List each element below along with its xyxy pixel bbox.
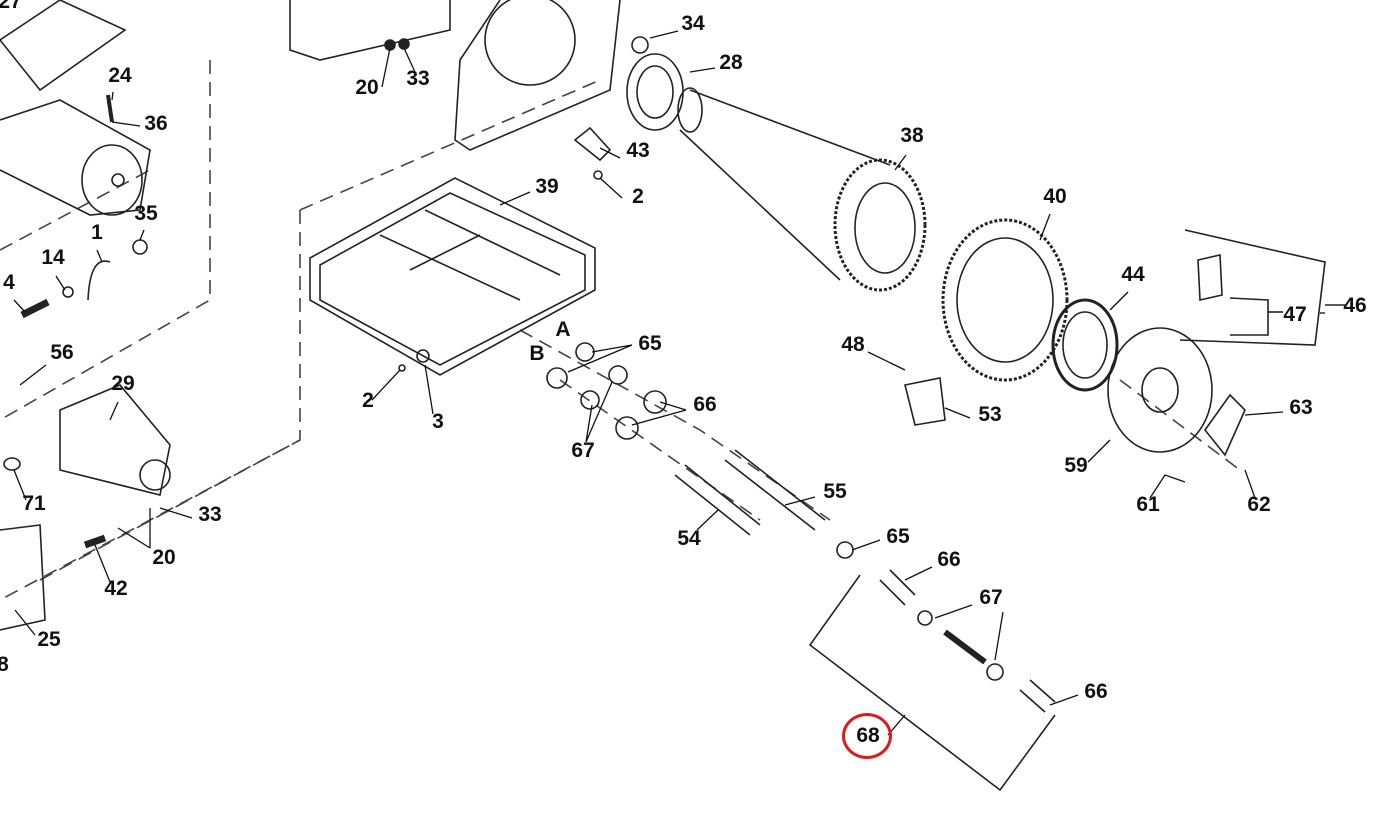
callout-label-20: 20 <box>152 546 176 569</box>
callout-label-39: 39 <box>535 175 559 198</box>
callout-label-56: 56 <box>50 341 74 364</box>
callout-label-62: 62 <box>1247 493 1271 516</box>
part-63 <box>1203 393 1246 457</box>
callout-label-33: 33 <box>198 503 222 526</box>
part-34 <box>631 36 649 54</box>
callout-label-38: 38 <box>900 124 924 147</box>
callout-label-29: 29 <box>111 372 135 395</box>
callout-label-3: 3 <box>432 410 444 433</box>
callout-label-14: 14 <box>41 246 65 269</box>
callout-label-20: 20 <box>355 76 379 99</box>
callout-label-55: 55 <box>823 480 847 503</box>
callout-label-33: 33 <box>406 67 430 90</box>
callout-label-65: 65 <box>638 332 662 355</box>
callout-label-66: 66 <box>937 548 961 571</box>
motor-assembly <box>0 0 151 319</box>
callout-label-47: 47 <box>1283 303 1307 326</box>
callout-label-36: 36 <box>144 112 168 135</box>
tray-39 <box>309 177 596 376</box>
highlight-circle-68 <box>842 713 892 759</box>
callout-label-35: 35 <box>134 202 158 225</box>
callout-label-25: 25 <box>37 628 61 651</box>
callout-label-54: 54 <box>677 527 701 550</box>
callout-label-B: B <box>529 342 545 365</box>
callout-label-44: 44 <box>1121 263 1145 286</box>
callout-label-53: 53 <box>978 403 1002 426</box>
drum-38 <box>677 87 927 292</box>
callout-label-61: 61 <box>1136 493 1160 516</box>
leader-lines <box>13 30 1325 736</box>
callout-label-40: 40 <box>1043 185 1067 208</box>
callout-label-28: 28 <box>719 51 743 74</box>
housing-frame <box>289 0 621 151</box>
assembly-68 <box>808 569 1056 792</box>
callout-label-71: 71 <box>22 492 46 515</box>
fittings <box>546 342 667 440</box>
callout-label-46: 46 <box>1343 294 1367 317</box>
callout-label-43: 43 <box>626 139 650 162</box>
starter-29 <box>0 384 171 631</box>
callout-label-1: 1 <box>91 221 103 244</box>
callout-label-24: 24 <box>108 64 132 87</box>
disc-59 <box>1107 327 1213 453</box>
ring-gear-40 <box>941 218 1069 382</box>
callout-label-67: 67 <box>571 439 595 462</box>
callout-label-8: 8 <box>0 653 9 676</box>
callout-label-A: A <box>555 318 571 341</box>
callout-label-4: 4 <box>3 271 15 294</box>
callout-label-66: 66 <box>693 393 717 416</box>
rod-55 <box>724 449 826 531</box>
callout-label-63: 63 <box>1289 396 1313 419</box>
callout-label-27: 27 <box>0 0 22 13</box>
callout-label-65: 65 <box>886 525 910 548</box>
callout-label-2: 2 <box>632 185 644 208</box>
callout-label-59: 59 <box>1064 454 1088 477</box>
callout-label-48: 48 <box>841 333 865 356</box>
callout-label-42: 42 <box>104 577 128 600</box>
part-53 <box>904 377 946 426</box>
callout-label-67: 67 <box>979 586 1003 609</box>
callout-label-2: 2 <box>362 389 374 412</box>
callout-label-66: 66 <box>1084 680 1108 703</box>
rod-54 <box>674 464 761 536</box>
callout-label-34: 34 <box>681 12 705 35</box>
